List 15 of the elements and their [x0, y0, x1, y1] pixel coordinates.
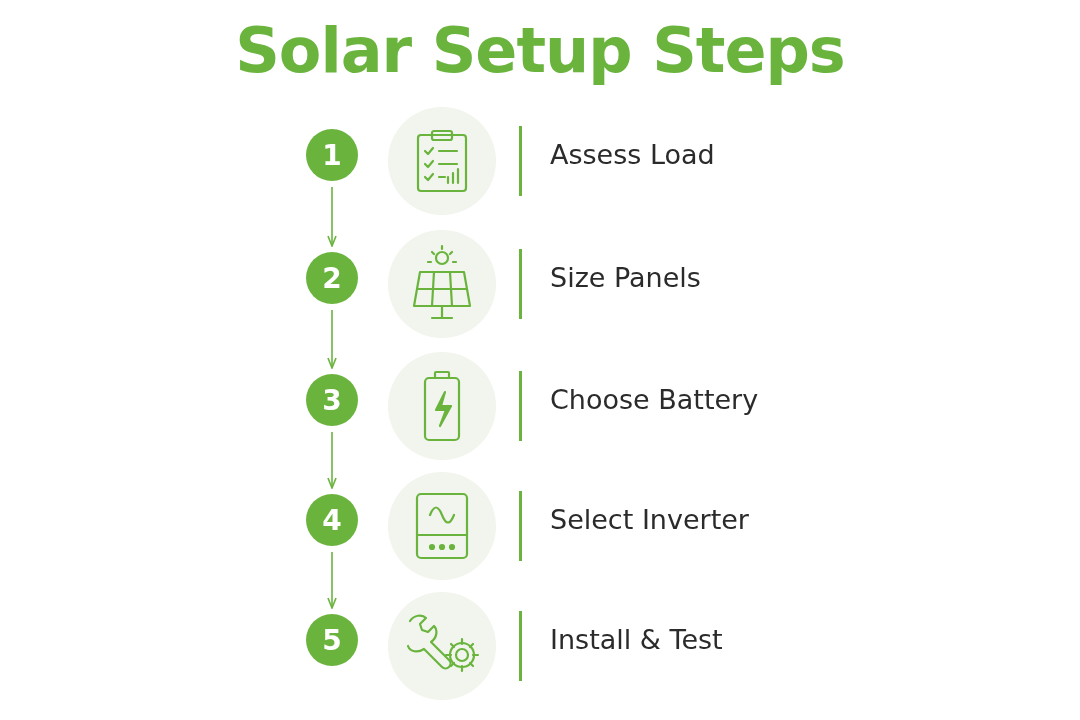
step-label: Install & Test — [550, 624, 723, 655]
arrow — [327, 309, 337, 369]
step-number-circle: 5 — [306, 614, 358, 666]
step-number-circle: 3 — [306, 374, 358, 426]
arrow — [327, 186, 337, 247]
step-number-circle: 4 — [306, 494, 358, 546]
arrow — [327, 431, 337, 489]
step-label: Assess Load — [550, 139, 715, 170]
step-label: Select Inverter — [550, 504, 749, 535]
step-number-circle: 1 — [306, 129, 358, 181]
arrow — [327, 551, 337, 609]
title: Solar Setup Steps — [235, 14, 845, 87]
step-label: Size Panels — [550, 262, 701, 293]
step-label: Choose Battery — [550, 384, 759, 415]
step-number-circle: 2 — [306, 252, 358, 304]
